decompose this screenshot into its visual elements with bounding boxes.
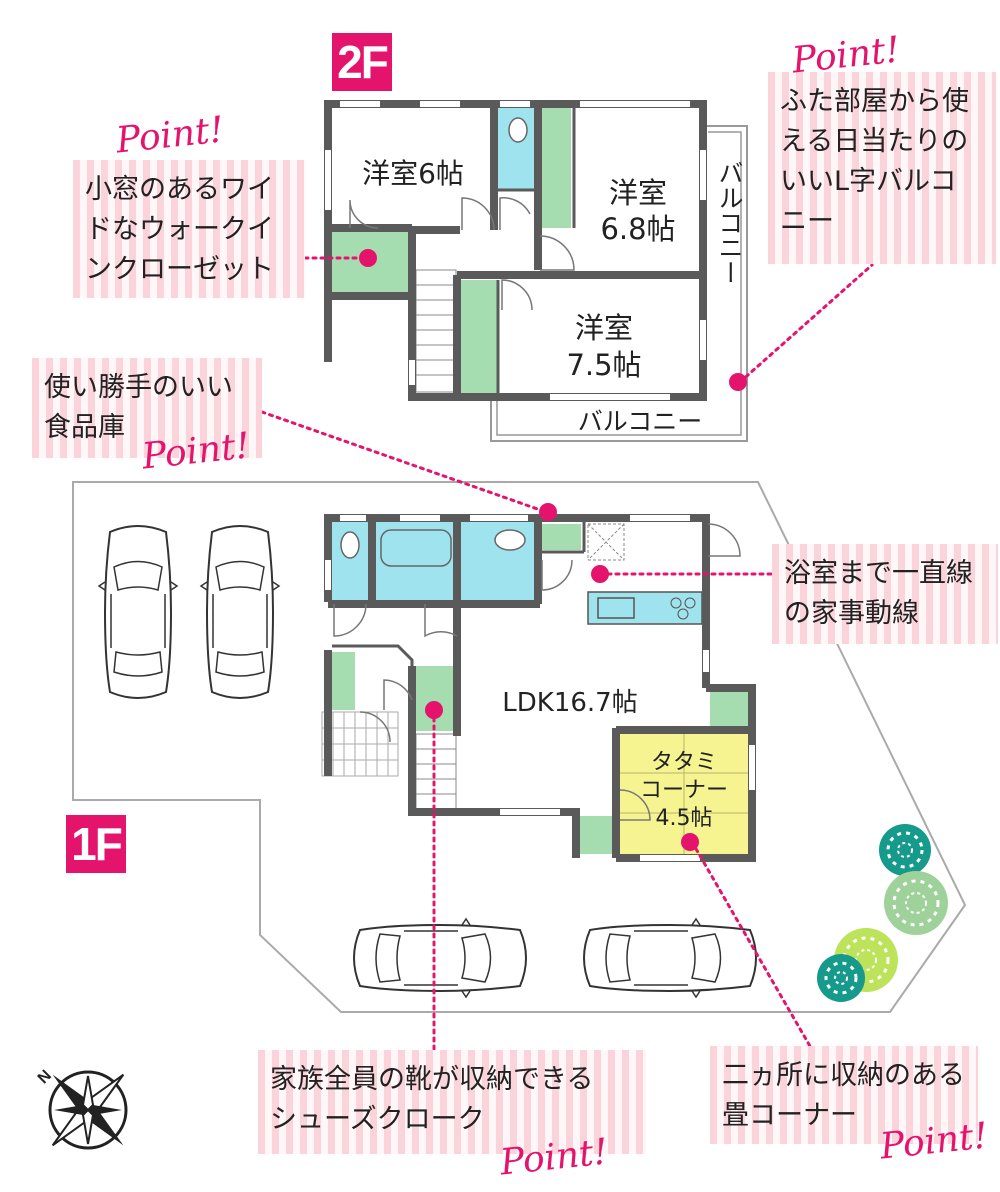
room-western-68-size: 6.8帖: [600, 212, 676, 246]
leader-dots: [359, 249, 747, 851]
entrance-porch: [321, 711, 399, 777]
balcony-front-label: バルコニー: [577, 407, 703, 436]
car-2: [199, 525, 281, 699]
compass-n-label: N: [35, 1067, 55, 1087]
callout-pantry: 使い勝手のいい 食品庫: [32, 358, 262, 458]
tatami-label-1: タタミ: [650, 750, 717, 775]
callout-bath: 浴室まで一直線 の家事動線: [772, 544, 998, 644]
stairs-2f: [415, 269, 457, 393]
closet-tatami-1: [710, 690, 748, 728]
callout-balcony: ふた部屋から使 える日当たりの いいL字バルコ ニー: [768, 72, 996, 264]
floor-1f: [321, 514, 756, 862]
room-western-75-name: 洋室: [574, 311, 633, 345]
balcony-side-label: バルコニー: [715, 160, 744, 285]
car-3: [353, 917, 527, 999]
floor-2f: [324, 100, 748, 442]
tree-teal-top: [879, 824, 931, 876]
tatami-label-2: コーナー: [639, 778, 728, 803]
pantry: [541, 524, 581, 550]
closet-75: [461, 280, 499, 393]
tatami-label-3: 4.5帖: [655, 806, 713, 831]
closet-68: [541, 108, 571, 228]
floor-badge-2f: 2F: [332, 33, 392, 91]
room-western-75-size: 7.5帖: [566, 348, 642, 382]
tree-green-mid: [884, 871, 948, 935]
room-western-6: 洋室6帖: [362, 157, 464, 190]
car-1: [97, 525, 179, 699]
washroom: [459, 521, 537, 601]
shoe-cloak: [416, 666, 456, 731]
callout-walkin: 小窓のあるワイ ドなウォークイ ンクローゼット: [73, 160, 305, 298]
room-western-68-name: 洋室: [608, 176, 667, 210]
tree-teal-bottom: [817, 954, 865, 1002]
trees: [817, 824, 948, 1002]
cars: [97, 525, 757, 999]
compass-icon: N: [35, 1067, 128, 1150]
floor-badge-1f: 1F: [66, 815, 126, 873]
callout-tatami: 二ヵ所に収納のある 畳コーナー: [710, 1046, 978, 1144]
callout-shoes: 家族全員の靴が収納できる シューズクローク: [258, 1050, 646, 1154]
room-ldk: LDK16.7帖: [502, 688, 638, 718]
stairs-1f: [415, 733, 457, 811]
car-4: [583, 917, 757, 999]
closet-hall: [331, 652, 355, 710]
balcony-outline: [490, 125, 748, 442]
leader-lines: [260, 256, 874, 1062]
